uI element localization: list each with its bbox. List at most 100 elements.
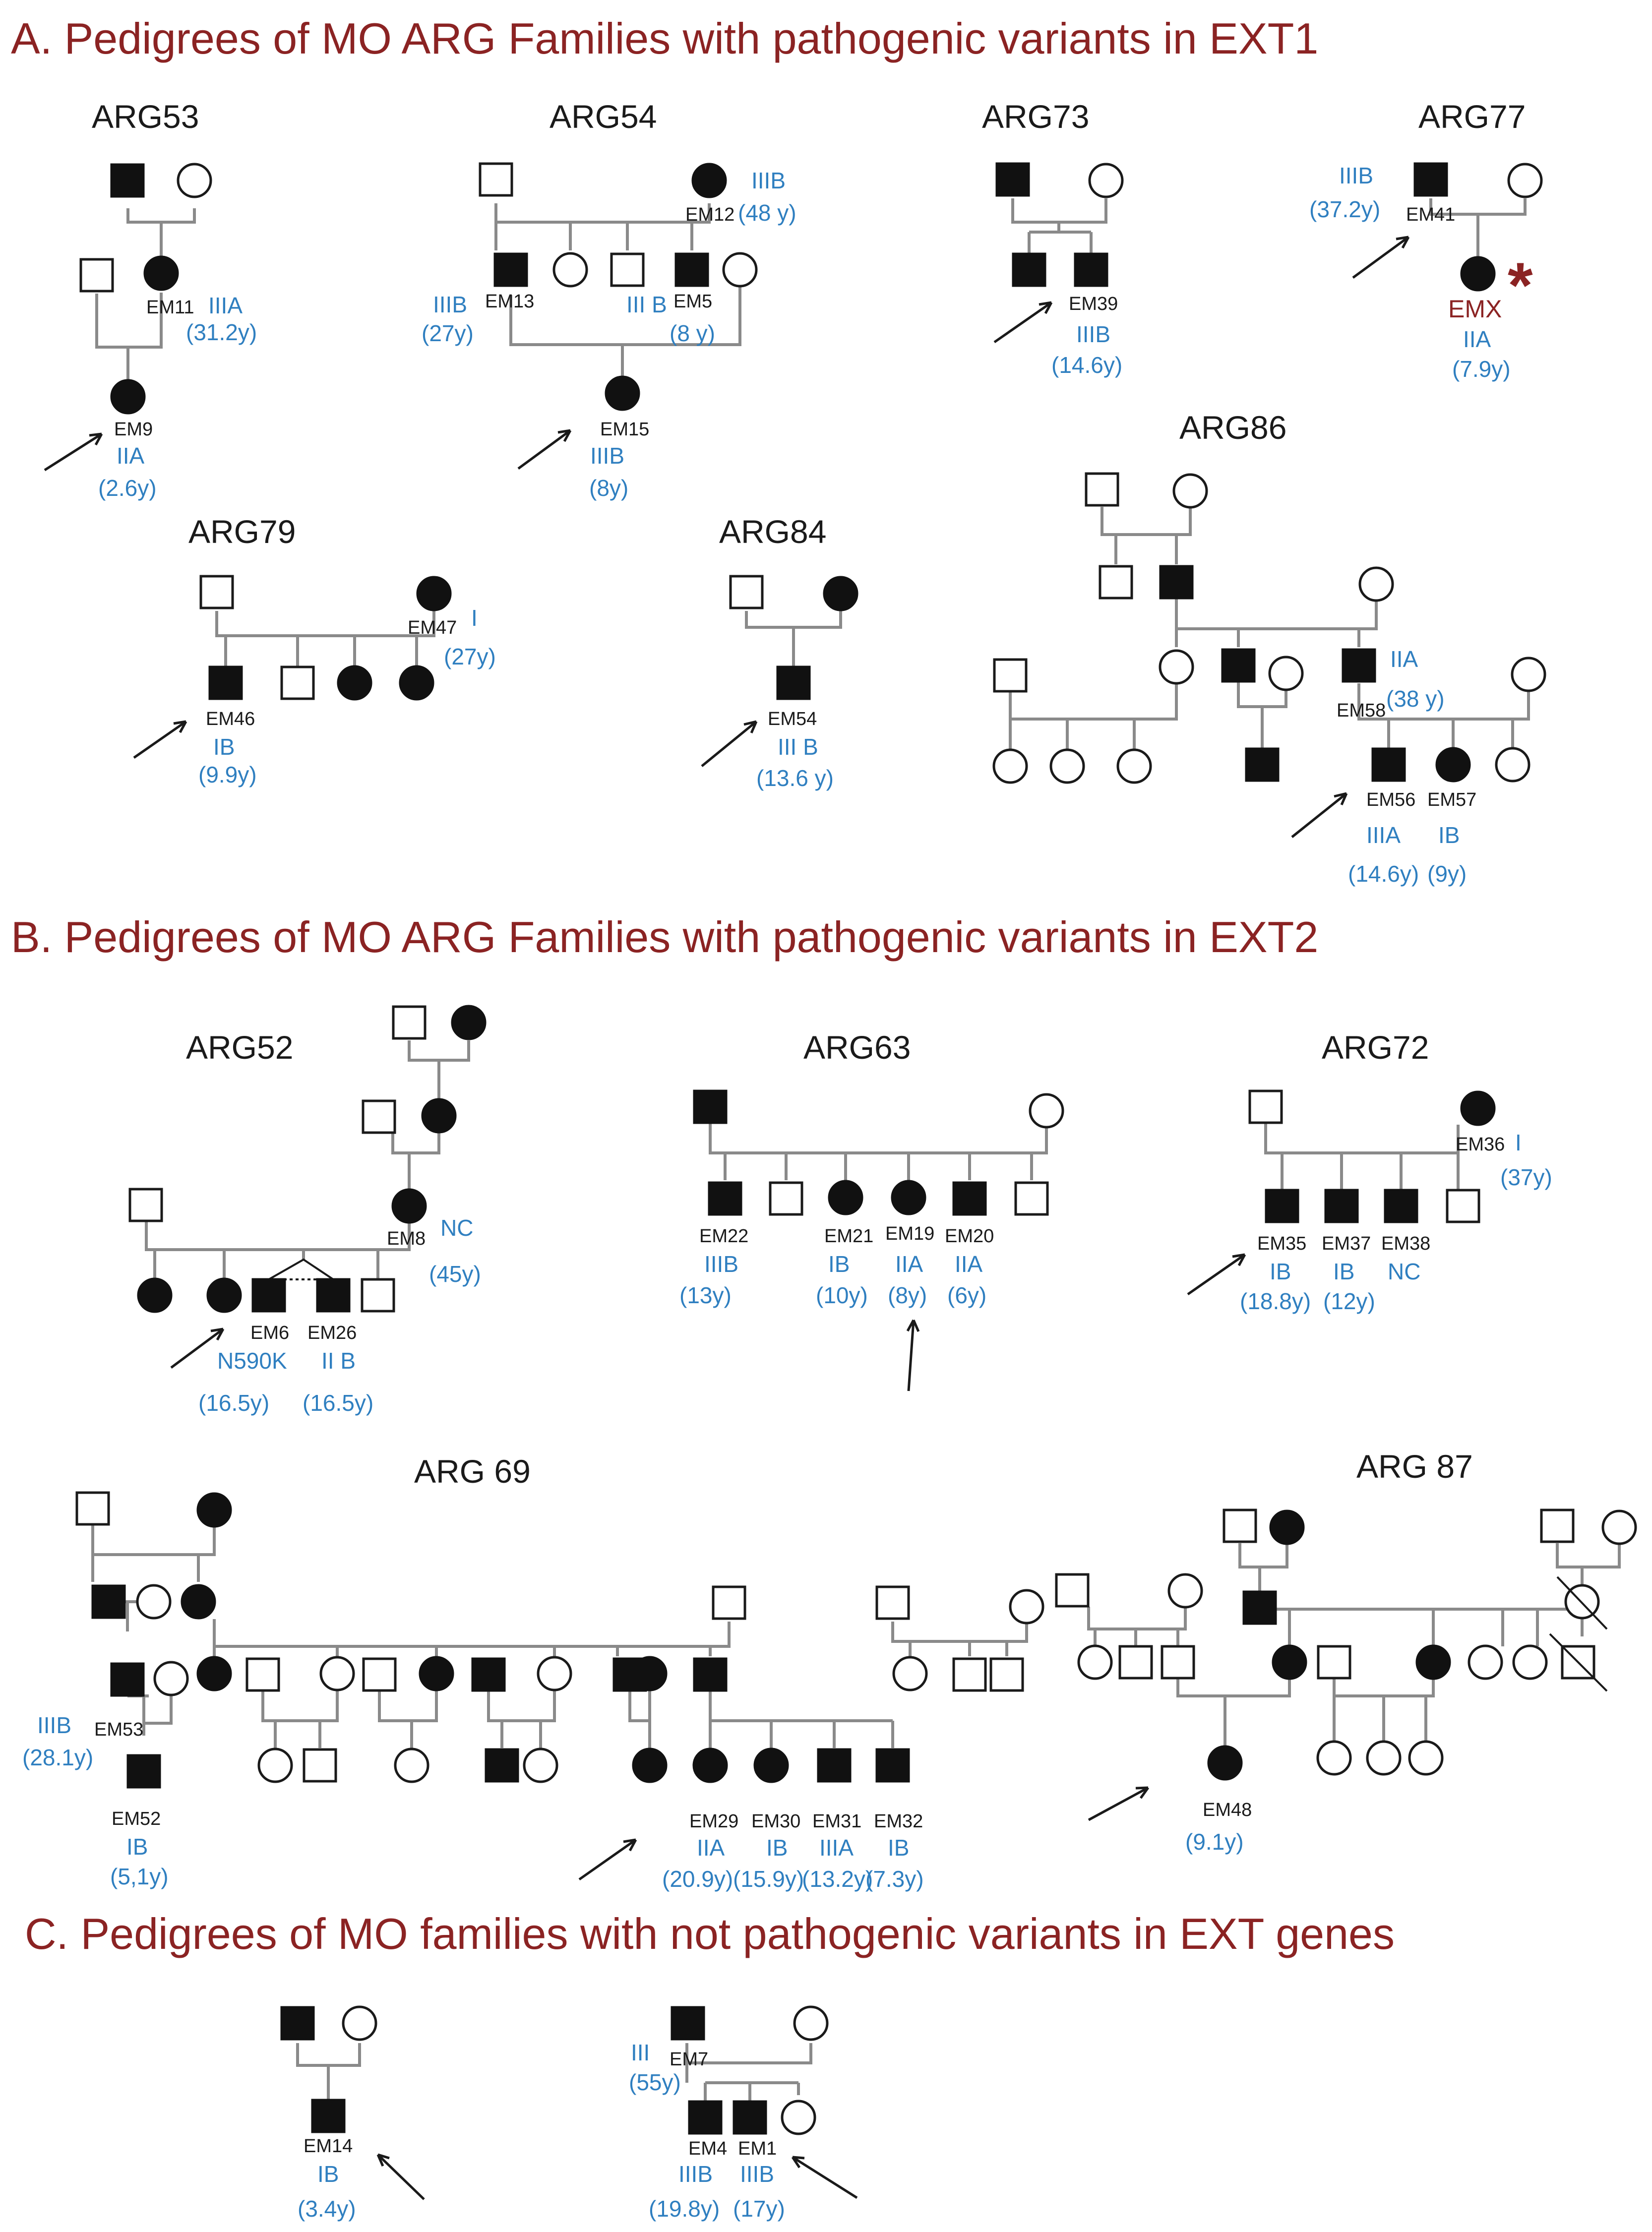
affected-male-proband [733, 2100, 767, 2135]
age-label: (45y) [429, 1261, 481, 1287]
unaffected-female [1009, 1589, 1044, 1625]
id-label: EM8 [387, 1228, 426, 1249]
classification-label: IIIA [208, 293, 243, 318]
classification-label: I [1515, 1130, 1522, 1155]
affected-female [137, 1277, 173, 1313]
unaffected-male [128, 1188, 163, 1222]
classification-label: IIIB [433, 292, 467, 317]
classification-label: IIA [1463, 326, 1491, 352]
unaffected-male [875, 1585, 910, 1620]
affected-male-proband [311, 2099, 346, 2133]
classification-label: III [631, 2040, 650, 2065]
affected-male [110, 163, 145, 198]
age-label: (8y) [589, 475, 628, 501]
pedigree-c-left: EM14 IB (3.4y) [280, 2005, 425, 2222]
age-label: (13.6 y) [756, 765, 834, 791]
mating-line [685, 2043, 812, 2102]
affected-male [693, 1657, 728, 1692]
classification-label: IB [1270, 1259, 1291, 1284]
affected-male [708, 1181, 742, 1216]
family-label: ARG84 [719, 513, 826, 550]
affected-male [995, 162, 1030, 197]
age-label: (19.8y) [649, 2196, 720, 2222]
classification-label: IIIA [819, 1835, 854, 1861]
id-label: EM53 [94, 1719, 143, 1740]
mating-line [1176, 1676, 1291, 1746]
asterisk-marker: * [1508, 249, 1533, 321]
unaffected-female [1601, 1509, 1637, 1545]
id-label: EM11 [146, 297, 194, 318]
twin-connector [268, 1258, 334, 1280]
unaffected-female [1512, 1644, 1548, 1680]
mating-line [126, 208, 196, 258]
classification-label: III B [626, 292, 667, 317]
pedigree-arg73: ARG73 EM39 IIIB (14.6y) [982, 98, 1124, 378]
unaffected-female [1366, 1740, 1402, 1776]
classification-label: IB [1333, 1259, 1354, 1284]
unaffected-female [1495, 747, 1530, 783]
mating-line [487, 1691, 556, 1748]
age-label: (9y) [1427, 861, 1467, 887]
family-label: ARG72 [1322, 1029, 1429, 1066]
classification-label: IIIB [37, 1712, 71, 1738]
age-label: (31.2y) [186, 319, 257, 345]
id-label: EM15 [600, 419, 649, 440]
classification-label: II B [321, 1348, 356, 1374]
id-label: EM7 [670, 2049, 708, 2070]
classification-label: IB [888, 1835, 909, 1861]
id-label: EM36 [1456, 1134, 1505, 1155]
affected-female [753, 1748, 789, 1783]
unaffected-male [75, 1491, 110, 1526]
mating-line [1556, 1543, 1621, 1587]
affected-male [674, 252, 709, 287]
sibship-line [709, 1691, 894, 1748]
unaffected-male [303, 1748, 337, 1783]
affected-female [143, 255, 179, 291]
unaffected-female [552, 252, 588, 288]
affected-male [251, 1278, 286, 1313]
sibship-line [891, 1622, 1028, 1656]
id-label: EM37 [1322, 1233, 1371, 1254]
unaffected-male [245, 1657, 280, 1692]
id-label: EM57 [1427, 789, 1476, 810]
proband-arrow [170, 1327, 225, 1369]
unaffected-male [729, 575, 764, 609]
pedigree-arg54: ARG54 IIIB EM12 (48 y) EM13 IIIB (27y) I… [422, 98, 796, 501]
id-label: EM47 [408, 617, 457, 638]
id-label: EM31 [812, 1811, 861, 1832]
mating-line [1009, 682, 1178, 749]
classification-label: N590K [217, 1348, 287, 1374]
affected-female-proband [206, 1277, 242, 1313]
affected-male [688, 2100, 723, 2135]
unaffected-male [1055, 1573, 1090, 1608]
affected-male-proband [1074, 252, 1108, 287]
mating-line [408, 1040, 470, 1100]
unaffected-female [1507, 163, 1543, 198]
pedigree-arg72: ARG72 EM36 I (37y) EM35 EM37 EM38 IB IB … [1187, 1029, 1552, 1314]
affected-female [337, 665, 372, 701]
classification-label: IIIB [740, 2161, 774, 2187]
mating-line [745, 611, 842, 667]
classification-label: IB [828, 1251, 850, 1277]
id-label: EM5 [673, 291, 712, 312]
affected-female-proband [605, 375, 640, 411]
unaffected-male [479, 162, 513, 197]
age-label: (8 y) [670, 320, 715, 346]
affected-female [632, 1656, 668, 1691]
affected-male [493, 252, 528, 287]
id-label: EM54 [768, 709, 817, 729]
pedigree-arg69: ARG 69 IIIB EM53 (28.1y) [22, 1453, 1044, 1892]
mating-line [391, 1132, 440, 1190]
mating-line [628, 1691, 651, 1748]
sibship-line [145, 1221, 411, 1279]
classification-label: IIIB [590, 443, 624, 469]
proband-arrow [133, 720, 187, 759]
unaffected-female [523, 1748, 558, 1783]
unaffected-female [177, 163, 212, 198]
section-c-title: C. Pedigrees of MO families with not pat… [25, 1909, 1395, 1958]
affected-male [952, 1181, 987, 1216]
age-label: (55y) [629, 2069, 681, 2095]
sibship-line [1087, 1607, 1187, 1646]
unaffected-female [781, 2100, 816, 2135]
affected-male [1324, 1189, 1359, 1223]
